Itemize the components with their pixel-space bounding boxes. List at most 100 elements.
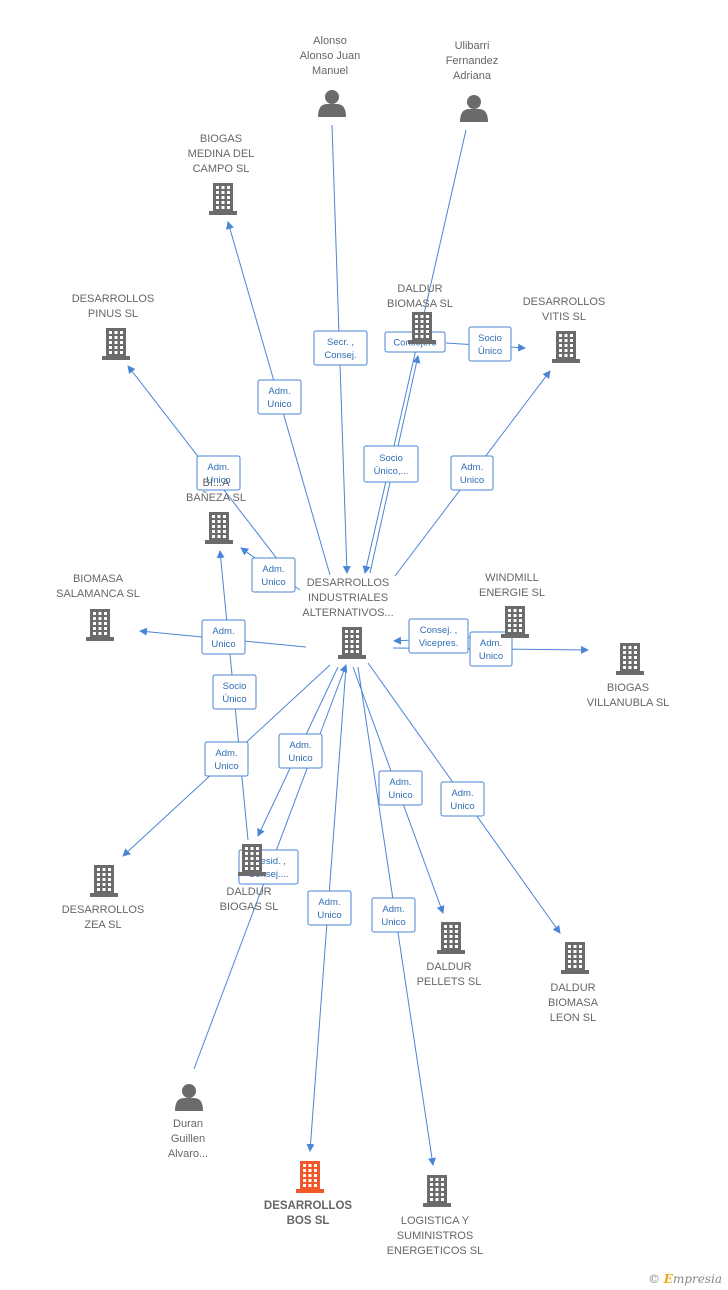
relationship-label[interactable]: Adm.Unico [201,619,246,655]
node-label: ENERGIE SL [479,587,545,599]
node-label: ZEA SL [84,919,121,931]
node-label: BIOMASA [548,997,599,1009]
brand-name: mpresia [672,1272,722,1286]
node-label: WINDMILL [485,572,539,584]
node-label: VITIS SL [542,311,586,323]
person-node[interactable]: DuranGuillenAlvaro... [168,1084,208,1160]
relationship-label[interactable]: Adm. Unico [450,455,494,491]
node-label: DALDUR [426,961,471,973]
node-label: BOS SL [287,1215,330,1227]
node-label: INDUSTRIALES [308,592,388,604]
node-label: MEDINA DEL [188,148,255,160]
relationship-label-text: Consej.... [248,869,288,880]
building-icon [102,328,130,360]
building-icon [552,331,580,363]
node-label: Guillen [171,1133,205,1145]
relationship-label-text: Vicepres. [419,638,458,649]
relationship-label[interactable]: Adm.Unico [440,781,485,817]
relationship-label-text: Unico [261,577,285,588]
node-label: DESARROLLOS [62,904,145,916]
company-node[interactable]: WINDMILL ENERGIE SL [479,572,545,638]
relationship-label-text: Secr. , [327,337,354,348]
copyright-symbol: © [647,1272,660,1286]
building-icon [338,627,366,659]
relationship-label[interactable]: Adm. Unico [307,890,352,926]
company-node[interactable]: BIOGAS VILLANUBLA SL [587,643,670,709]
node-label: BIOGAS [200,133,242,145]
node-label: VILLANUBLA SL [587,697,670,709]
node-label: DALDUR [550,982,595,994]
building-icon [296,1161,324,1193]
relationship-label[interactable]: Secr. , Consej. [313,330,368,366]
relationship-label[interactable]: SocioÚnico,... [363,445,419,483]
relationship-label[interactable]: Adm.Unico [204,741,249,777]
relationship-label[interactable]: Adm.Unico [371,897,416,933]
relationship-label[interactable]: Adm.Unico [378,770,423,806]
person-icon [318,90,346,117]
company-node[interactable]: DESARROLLOS VITIS SL [523,296,606,363]
node-label: BAÑEZA SL [186,491,246,504]
relationship-label-text: Consej. [324,350,356,361]
node-label: Alvaro... [168,1148,208,1160]
relationship-label-text: Adm. [318,897,340,908]
relationship-label-text: Adm. [207,462,229,473]
node-label: SUMINISTROS [397,1230,473,1242]
node-label: DESARROLLOS [264,1200,353,1212]
node-label: LEON SL [550,1012,596,1024]
relationship-label[interactable]: Adm.Unico [251,557,296,593]
relationship-label-text: Adm. [215,748,237,759]
building-icon [616,643,644,675]
relationship-label[interactable]: Adm.Unico [469,631,513,667]
relationship-label-text: Adm. [268,386,290,397]
company-node[interactable]: DALDUR BIOMASA LEON SL [548,942,599,1024]
relationship-label-text: Unico [317,910,341,921]
relationship-label-text: Adm. [461,462,483,473]
node-label: CAMPO SL [193,163,250,175]
company-node[interactable]: DESARROLLOS ZEA SL [62,865,145,931]
relationship-label-text: Adm. [480,638,502,649]
node-label: BIOMASA [73,573,124,585]
node-label: BIOGAS [607,682,649,694]
node-label: PINUS SL [88,308,138,320]
company-node[interactable]: BIOGAS MEDINA DEL CAMPO SL [188,133,255,215]
relationship-label-text: Unico [206,475,230,486]
person-icon [175,1084,203,1111]
relationship-label[interactable]: Adm.Unico [278,733,323,769]
node-label: Manuel [312,65,348,77]
building-icon [408,312,436,344]
node-label: Adriana [453,70,492,82]
building-icon [501,606,529,638]
relationship-label-text: Adm. [451,788,473,799]
relationship-label-text: Socio [478,333,502,344]
relationship-label[interactable]: Consej. ,Vicepres. [408,618,469,654]
node-label: Duran [173,1118,203,1130]
node-label: ALTERNATIVOS... [302,607,393,619]
relationship-label-text: Único,... [374,466,409,477]
company-node[interactable]: DESARROLLOS BOS SL [264,1161,353,1227]
node-label: LOGISTICA Y [401,1215,470,1227]
relationship-label[interactable]: Adm.Unico [257,379,302,415]
building-icon [423,1175,451,1207]
relationship-label-text: Unico [381,917,405,928]
building-icon [437,922,465,954]
relationship-label[interactable]: Adm. Unico [196,455,241,491]
company-node[interactable]: DESARROLLOSINDUSTRIALESALTERNATIVOS... [302,577,394,659]
relationship-label-text: Unico [460,475,484,486]
node-label: Ulibarri [455,40,490,52]
relationship-label-text: Presid. , [251,856,286,867]
relationship-label-text: Unico [388,790,412,801]
node-label: DALDUR [226,886,271,898]
node-label: DESARROLLOS [523,296,606,308]
